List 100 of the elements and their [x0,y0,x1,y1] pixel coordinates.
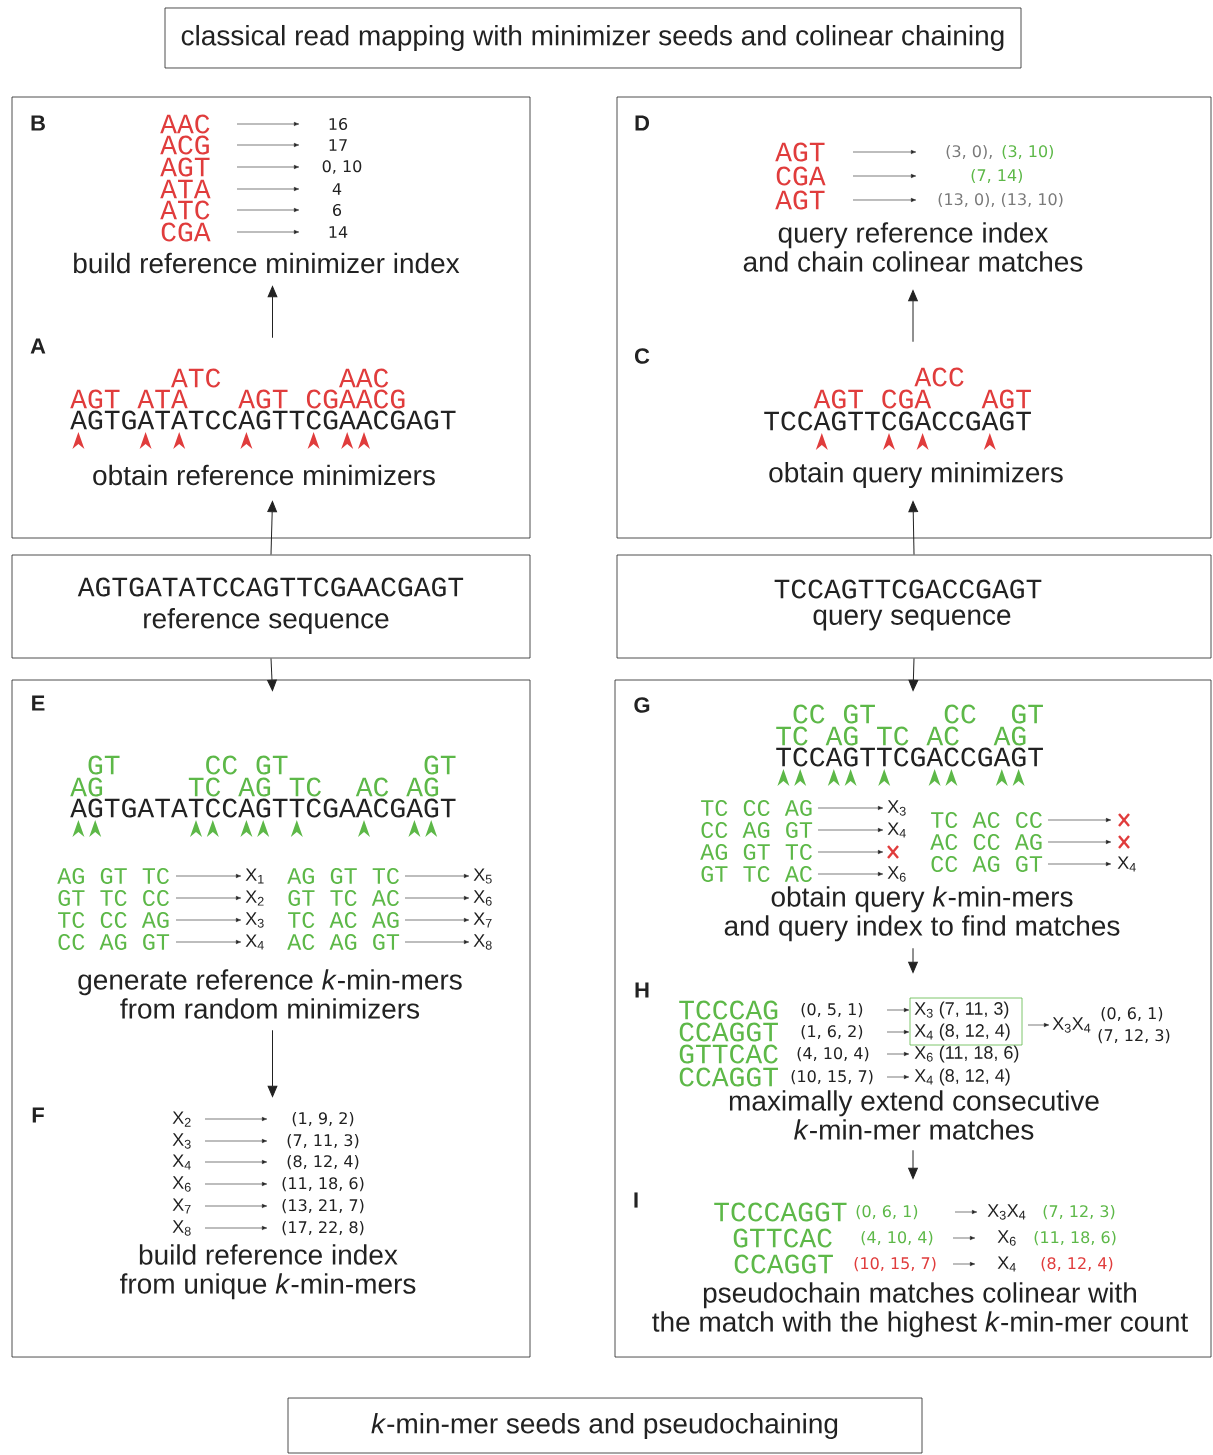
position-text: (13, 0), (13, 10) [938,192,1063,208]
panel-frame [11,96,531,539]
step-caption: obtain query minimizers [769,461,1063,489]
position-text: (8, 12, 4) [287,1154,359,1170]
position-text: (0, 6, 1) [856,1204,918,1220]
kmer-id: X$_{6}$ [887,866,906,882]
position-text: 6 [333,203,342,217]
minimizer-text: TC [877,726,909,746]
kmer-id: X$_{3}$ [887,800,906,816]
minimizer-text: CC [944,704,976,724]
position-text: (4, 10, 4) [797,1046,869,1062]
minimizer-text: AGT [238,389,288,409]
minimizer-text: AG [70,777,103,797]
position-text: 4 [332,183,342,195]
kmer-text: CC AG GT [701,822,813,838]
arrow [908,290,918,343]
kmer-text: GTTCAC [733,1228,832,1248]
kmer-id: X$_{2}$ [245,890,264,906]
minimizer-text: ATA [160,179,211,199]
minimizer-text: CGA [161,222,211,242]
kmer-id: X$_{3}$ [172,1133,191,1149]
kmer-id: X$_{2}$ [172,1111,191,1127]
match-text: X$_{4}$ (8, 12, 4) [914,1023,1010,1041]
kmer-text: AC CC AG [930,834,1042,850]
kmer-text: CCAGGT [679,1022,778,1042]
kmer-id: X$_{6}$ [473,890,492,906]
position-text: (1, 6, 2) [801,1024,863,1040]
minimizer-text: CC [793,704,825,724]
minimizer-text: AGT [775,190,825,210]
kmer-text: GT TC AC [288,890,399,906]
kmer-id: X$_{4}$ [245,934,264,950]
minimizer-text: ACG [355,389,405,409]
position-text: (0, 6, 1) [1101,1006,1163,1022]
kmer-text: AG GT TC [57,868,169,884]
kmer-text: TC CC AG [58,912,169,928]
kmer-text: TC CC AG [701,800,812,816]
minimizer-text: AGT [813,389,863,409]
minimizer-text: AAC [339,368,389,388]
position-text: (7, 12, 3) [1098,1028,1170,1044]
minimizer-text: TC [188,777,221,797]
minimizer-text: AGT [70,389,120,409]
step-caption: obtain query k-min-mers and query index to find matches [724,886,1120,942]
arrow [908,947,918,973]
kmer-text: GT TC AC [701,866,812,882]
minimizer-text: GT [843,704,875,724]
panel-letter: G [634,697,650,713]
position-text: 16 [329,117,348,131]
kmer-text: CC AG GT [58,934,170,950]
position-text: (1, 9, 2) [292,1111,354,1127]
minimizer-text: ACC [914,367,964,387]
position-text: (0, 5, 1) [801,1002,863,1018]
minimizer-text: ATC [171,368,221,388]
arrow [267,286,278,339]
panel-frame [616,96,1212,539]
kmer-id: X$_{4}$ [887,822,906,838]
minimizer-text: GT [424,755,456,775]
kmer-id: X$_{8}$ [473,934,492,950]
kmer-text: TCCCAGGT [714,1202,847,1222]
step-caption: query reference index and chain colinear matches [743,222,1083,272]
minimizer-text: ACG [160,135,209,155]
minimizer-text: GT [88,755,120,775]
minimizer-text: AAC [160,114,210,134]
kmer-text: AG GT TC [287,868,399,884]
step-caption: pseudochain matches colinear with the match with the highest k-min-mer count [652,1282,1188,1338]
kmer-id: X$_{4}$ [997,1256,1016,1272]
kmer-id: X$_{5}$ [473,868,492,884]
sequence-text: TCCAGTTCGACCGAGT [764,411,1031,431]
match-text: X$_{3}$ (7, 11, 3) [914,1001,1009,1019]
kmer-id: X$_{6}$ [997,1230,1016,1246]
position-text: 17 [329,139,347,151]
minimizer-text: CGA [776,166,826,186]
panel-letter: A [30,338,46,354]
kmer-text: TC AC CC [931,812,1042,828]
kmer-id: X$_{8}$ [172,1220,191,1236]
kmer-id: X$_{7}$ [172,1198,191,1214]
panel-letter: F [32,1107,44,1123]
kmer-id: X$_{3}$X$_{4}$ [987,1204,1026,1220]
arrow [267,1029,278,1097]
arrow [908,1149,918,1179]
minimizer-text: AGT [160,157,210,177]
sequence-text: AGTGATATCCAGTTCGAACGAGT [70,410,456,430]
minimizer-text: AGT [981,389,1031,409]
kmer-text: CCAGGT [679,1067,778,1087]
minimizer-text: CC [206,755,237,775]
arrow [267,657,277,691]
kmer-id: X$_{4}$ [1117,856,1136,872]
panel-letter: C [634,348,650,364]
arrow [908,501,919,556]
minimizer-text: AC [926,726,959,746]
panel-frame [11,679,531,1358]
minimizer-text: GT [256,755,288,775]
minimizer-text: ATA [137,389,188,409]
sequence-box: TCCAGTTCGACCGAGT query sequence [616,554,1212,659]
position-text: (7, 14) [971,168,1022,184]
position-text: (11, 18, 6) [282,1176,364,1192]
position-text: 0, 10 [322,160,362,174]
kmer-text: CCAGGT [734,1254,833,1274]
minimizer-text: AG [406,777,439,797]
position-text: (8, 12, 4) [1041,1256,1113,1272]
panel-letter: H [635,982,649,998]
